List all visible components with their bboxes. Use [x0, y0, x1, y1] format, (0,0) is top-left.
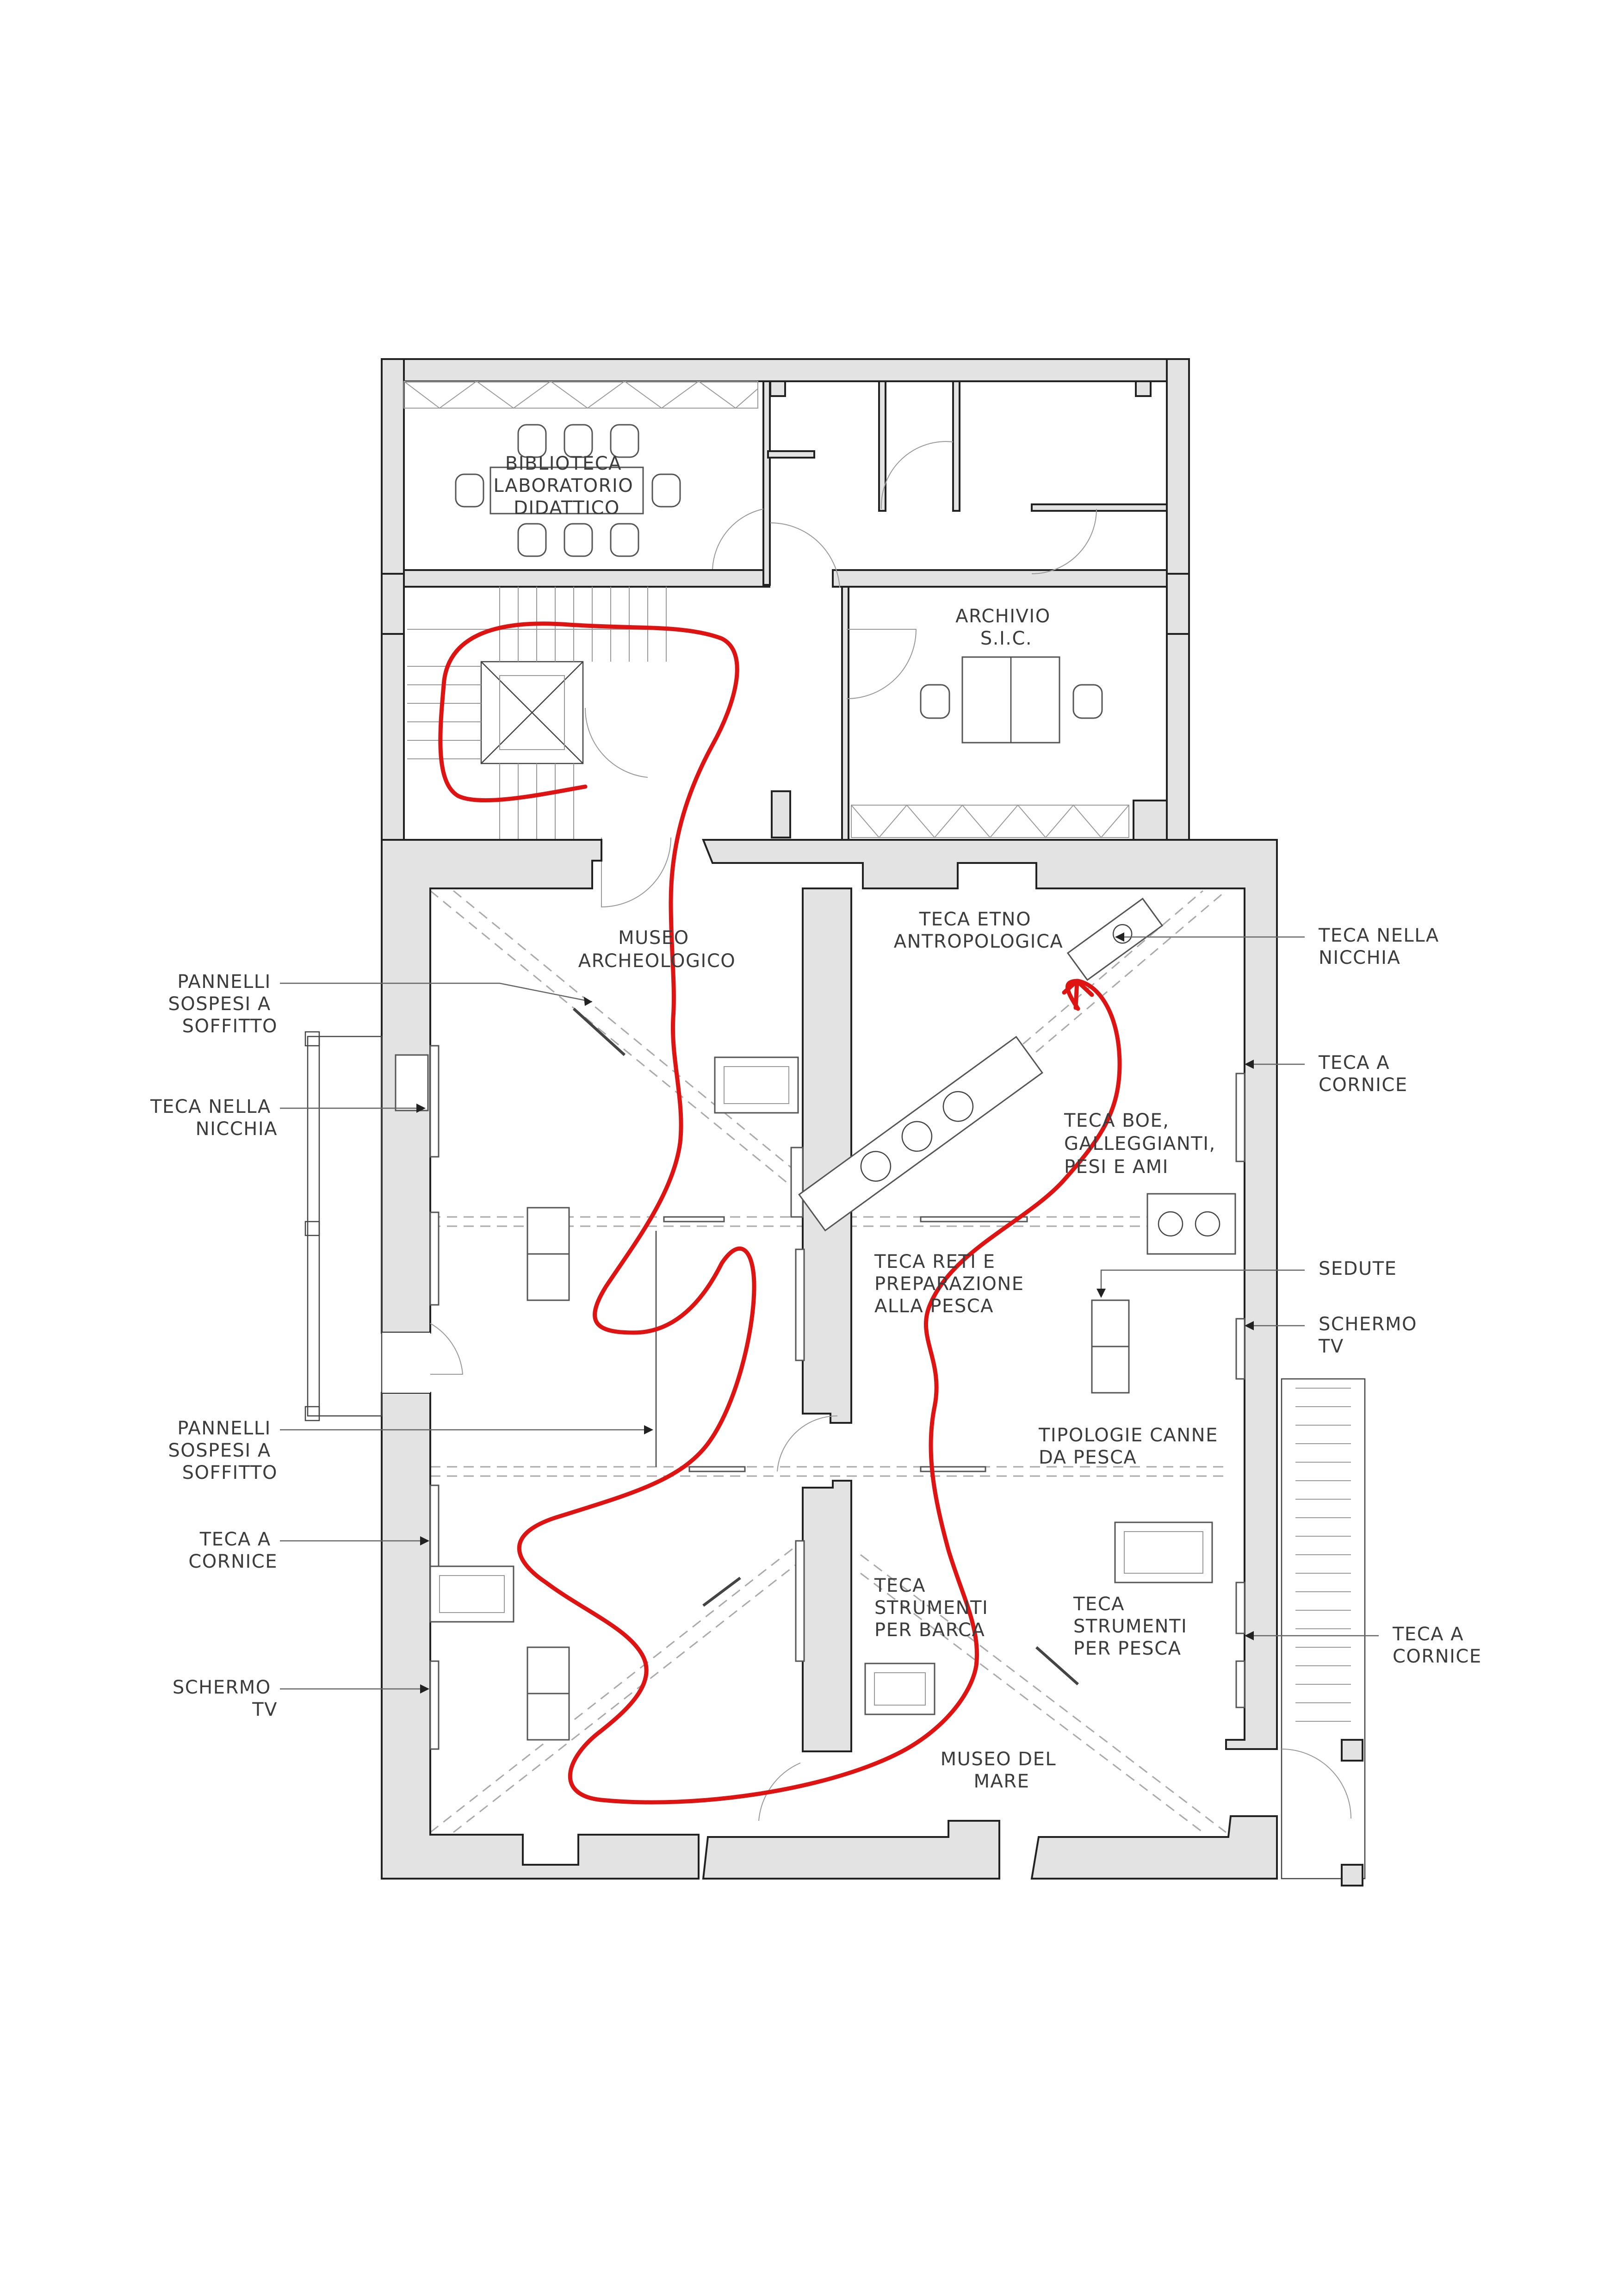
callout-pannelli-1: PANNELLI SOSPESI A SOFFITTO	[168, 971, 278, 1037]
callout-pannelli-2: PANNELLI SOSPESI A SOFFITTO	[168, 1418, 278, 1483]
main-walls	[304, 839, 1366, 1886]
label-teca-etno: TECA ETNO ANTROPOLOGICA	[894, 909, 1064, 952]
label-museo-archeologico: MUSEO ARCHEOLOGICO	[578, 927, 736, 972]
archive-desk	[920, 656, 1103, 744]
left-callouts: PANNELLI SOSPESI A SOFFITTO TECA NELLA N…	[150, 971, 278, 1720]
leader-lines	[280, 932, 1379, 1694]
exhibit-labels: TECA ETNO ANTROPOLOGICA TECA BOE, GALLEG…	[874, 909, 1225, 1659]
callout-teca-cornice-left: TECA A CORNICE	[188, 1529, 278, 1572]
label-museo-mare: MUSEO DEL MARE	[941, 1749, 1063, 1792]
callout-teca-cornice-right-1: TECA A CORNICE	[1318, 1052, 1408, 1096]
callout-teca-nicchia-right: TECA NELLA NICCHIA	[1318, 925, 1446, 968]
label-teca-strumenti-barca: TECA STRUMENTI PER BARCA	[874, 1575, 995, 1641]
label-teca-strumenti-pesca: TECA STRUMENTI PER PESCA	[1073, 1594, 1194, 1659]
right-callouts: TECA NELLA NICCHIA TECA A CORNICE SEDUTE…	[1318, 925, 1482, 1667]
library-table	[455, 424, 681, 557]
callout-teca-nicchia-left: TECA NELLA NICCHIA	[150, 1096, 278, 1140]
visitor-route	[438, 621, 1122, 1805]
label-tipologie-canne: TIPOLOGIE CANNE DA PESCA	[1038, 1425, 1225, 1468]
callout-schermo-tv-right: SCHERMO TV	[1318, 1314, 1424, 1357]
upper-wing-walls	[381, 358, 1190, 842]
label-teca-boe: TECA BOE, GALLEGGIANTI, PESI E AMI	[1064, 1110, 1222, 1178]
main-doors	[430, 1323, 838, 1821]
callout-sedute: SEDUTE	[1319, 1258, 1397, 1279]
upper-doors	[584, 441, 1097, 908]
label-archivio: ARCHIVIO S.I.C.	[955, 606, 1057, 649]
route-arrowhead	[1062, 979, 1094, 1010]
label-biblioteca: BIBLIOTECA LABORATORIO DIDATTICO	[494, 453, 640, 519]
room-labels: BIBLIOTECA LABORATORIO DIDATTICO ARCHIVI…	[494, 453, 1063, 1792]
exhibit-furniture	[429, 898, 1236, 1741]
callout-schermo-tv-left: SCHERMO TV	[173, 1677, 278, 1720]
callout-teca-cornice-right-2: TECA A CORNICE	[1392, 1624, 1482, 1667]
label-teca-reti: TECA RETI E PREPARAZIONE ALLA PESCA	[874, 1251, 1031, 1317]
wall-showcases	[429, 1045, 1245, 1750]
route-line	[438, 621, 1122, 1805]
